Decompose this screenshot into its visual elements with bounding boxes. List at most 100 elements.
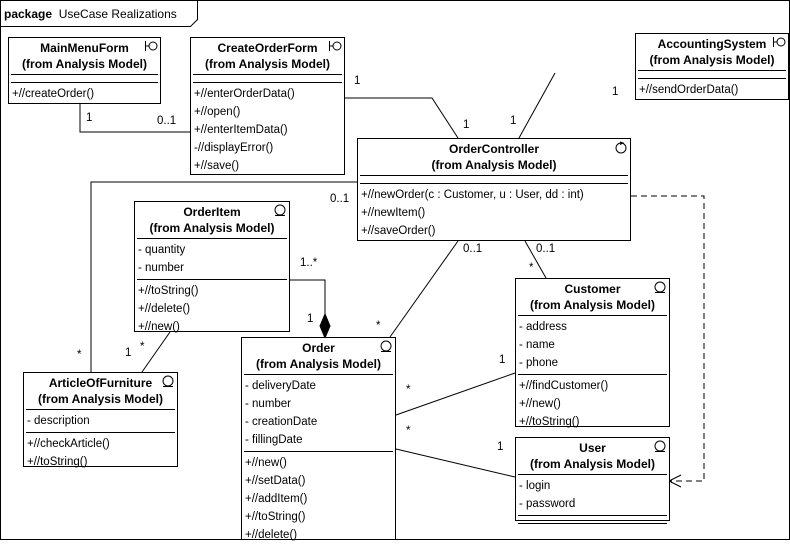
operation-row[interactable]: +//toString() xyxy=(519,416,580,428)
attribute-row[interactable]: - number xyxy=(245,398,292,410)
class-package: (from Analysis Model) xyxy=(205,57,330,71)
mult-order-composition: 1 xyxy=(307,313,314,325)
mult-order-to-customer: * xyxy=(406,384,411,396)
mult-article-from-controller: * xyxy=(77,349,82,361)
class-articleoffurniture[interactable]: ArticleOfFurniture(from Analysis Model) -… xyxy=(23,372,178,468)
class-name: CreateOrderForm xyxy=(217,41,318,55)
class-accountingsystem[interactable]: AccountingSystem(from Analysis Model)+//… xyxy=(635,33,789,100)
divider xyxy=(244,451,393,452)
attributes-compartment xyxy=(9,75,160,82)
class-name: MainMenuForm xyxy=(40,41,129,55)
operation-row[interactable]: +//new() xyxy=(519,398,561,410)
divider xyxy=(11,74,158,75)
attribute-row[interactable]: - description xyxy=(27,415,90,427)
class-ordercontroller[interactable]: OrderController(from Analysis Model)+//n… xyxy=(357,138,631,241)
operation-row[interactable]: +//new() xyxy=(245,457,287,469)
class-customer[interactable]: Customer(from Analysis Model)- address- … xyxy=(515,278,670,428)
divider xyxy=(360,175,628,176)
class-mainmenuform[interactable]: MainMenuForm (from Analysis Model) +//crea… xyxy=(8,37,161,104)
attributes-compartment: - description xyxy=(24,410,177,432)
class-user[interactable]: User(from Analysis Model)- login- passwo… xyxy=(515,437,670,524)
attribute-row[interactable]: - fillingDate xyxy=(245,434,303,446)
attributes-compartment: - address - name - phone xyxy=(516,316,669,374)
class-package: (from Analysis Model) xyxy=(256,357,381,371)
divider xyxy=(638,70,786,71)
operation-row[interactable]: +//toString() xyxy=(245,511,306,523)
mult-createorder-left-end: 0..1 xyxy=(157,115,177,127)
class-package: (from Analysis Model) xyxy=(530,457,655,471)
class-name: Order xyxy=(302,341,335,355)
operation-row[interactable]: +//save() xyxy=(194,160,240,172)
divider xyxy=(244,374,393,375)
class-package: (from Analysis Model) xyxy=(22,57,147,71)
attributes-compartment xyxy=(636,71,788,78)
control-icon xyxy=(614,140,628,154)
operation-row[interactable]: +//addItem() xyxy=(245,493,308,505)
boundary-icon xyxy=(144,39,158,53)
attribute-row[interactable]: - quantity xyxy=(138,244,186,256)
composition-orderitem-order xyxy=(290,279,326,316)
operations-compartment: +//sendOrderData() xyxy=(636,79,788,101)
assoc-accounting-controller xyxy=(518,72,556,139)
entity-icon xyxy=(273,203,287,217)
operation-row[interactable]: +//toString() xyxy=(27,456,88,468)
operation-row[interactable]: +//enterItemData() xyxy=(194,124,288,136)
attribute-row[interactable]: - password xyxy=(519,498,576,510)
entity-icon xyxy=(653,439,667,453)
mult-controller-from-accounting: 1 xyxy=(510,115,517,127)
operation-row[interactable]: +//sendOrderData() xyxy=(639,84,739,96)
package-label: package UseCase Realizations xyxy=(4,7,177,21)
operations-compartment: +//createOrder() xyxy=(9,83,160,105)
attribute-row[interactable]: - number xyxy=(138,262,185,274)
divider xyxy=(11,82,158,83)
operations-compartment: +//findCustomer() +//new() +//toString() xyxy=(516,375,669,433)
operation-row[interactable]: -//displayError() xyxy=(194,142,274,154)
attribute-row[interactable]: - login xyxy=(519,480,551,492)
operation-row[interactable]: +//delete() xyxy=(245,529,298,541)
operation-row[interactable]: +//newItem() xyxy=(361,207,426,219)
mult-orderitem-composition: 1..* xyxy=(300,257,318,269)
operation-row[interactable]: +//open() xyxy=(194,106,241,118)
attributes-compartment: - quantity - number xyxy=(135,239,289,279)
entity-icon xyxy=(653,280,667,294)
mult-article-from-orderitem: 1 xyxy=(125,347,132,359)
class-name: Customer xyxy=(564,282,621,296)
operation-row[interactable]: +//createOrder() xyxy=(12,88,95,100)
attribute-row[interactable]: - name xyxy=(519,339,555,351)
mult-order-to-user: * xyxy=(406,425,411,437)
divider xyxy=(193,82,342,83)
operation-row[interactable]: +//new() xyxy=(138,321,180,333)
divider xyxy=(26,432,175,433)
class-orderitem[interactable]: OrderItem(from Analysis Model)- quantity… xyxy=(134,201,290,333)
attribute-row[interactable]: - deliveryDate xyxy=(245,380,316,392)
mult-orderitem-to-article: * xyxy=(140,341,145,353)
boundary-icon xyxy=(772,35,786,49)
operation-row[interactable]: +//newOrder(c : Customer, u : User, dd :… xyxy=(361,189,584,201)
operations-compartment: +//toString() +//delete() +//new() xyxy=(135,280,289,338)
operations-compartment: +//new() +//setData() +//addItem() +//toStr… xyxy=(242,452,395,546)
dependency-controller-user xyxy=(631,195,705,482)
class-package: (from Analysis Model) xyxy=(149,221,275,235)
attribute-row[interactable]: - creationDate xyxy=(245,416,318,428)
operation-row[interactable]: +//enterOrderData() xyxy=(194,88,295,100)
class-header: ArticleOfFurniture(from Analysis Model) xyxy=(24,373,177,409)
divider xyxy=(518,515,667,516)
entity-icon xyxy=(161,374,175,388)
divider xyxy=(193,74,342,75)
operation-row[interactable]: +//saveOrder() xyxy=(361,225,436,237)
mult-mainmenu-end: 1 xyxy=(86,112,93,124)
attribute-row[interactable]: - address xyxy=(519,321,567,333)
attribute-row[interactable]: - phone xyxy=(519,357,559,369)
attributes-compartment: - login - password xyxy=(516,475,669,515)
operation-row[interactable]: +//delete() xyxy=(138,303,191,315)
attributes-compartment xyxy=(358,176,630,183)
assoc-order-customer xyxy=(395,372,516,416)
operation-row[interactable]: +//checkArticle() xyxy=(27,438,110,450)
operation-row[interactable]: +//toString() xyxy=(138,285,199,297)
class-name: ArticleOfFurniture xyxy=(48,376,153,390)
class-createorderform[interactable]: CreateOrderForm (from Analysis Model) +//e… xyxy=(190,37,345,175)
class-header: OrderItem(from Analysis Model) xyxy=(135,202,289,238)
operation-row[interactable]: +//setData() xyxy=(245,475,306,487)
class-order[interactable]: Order (from Analysis Model) - deliveryDate… xyxy=(241,337,396,541)
operation-row[interactable]: +//findCustomer() xyxy=(519,380,609,392)
